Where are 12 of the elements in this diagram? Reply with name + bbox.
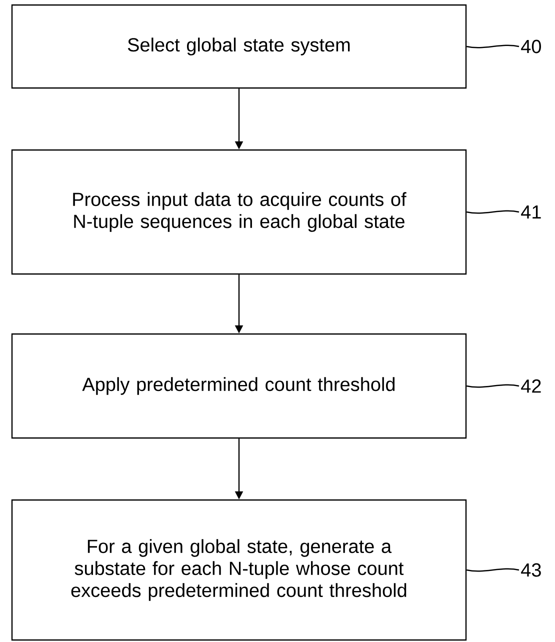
reference-numeral: 40	[521, 40, 541, 54]
leader-line	[466, 210, 520, 214]
leader-line	[466, 568, 520, 572]
process-box: For a given global state, generate a substate for each N-tuple whose count exceeds predetermined count threshold	[11, 499, 467, 641]
reference-numeral: 41	[521, 205, 541, 219]
leader-line	[466, 44, 520, 48]
reference-numeral: 42	[521, 379, 541, 393]
process-box: Select global state system	[11, 4, 467, 89]
leader-line	[466, 384, 520, 388]
reference-numeral: 43	[521, 563, 541, 577]
process-box: Process input data to acquire counts of N-tuple sequences in each global state	[11, 149, 467, 275]
process-box: Apply predetermined count threshold	[11, 333, 467, 439]
